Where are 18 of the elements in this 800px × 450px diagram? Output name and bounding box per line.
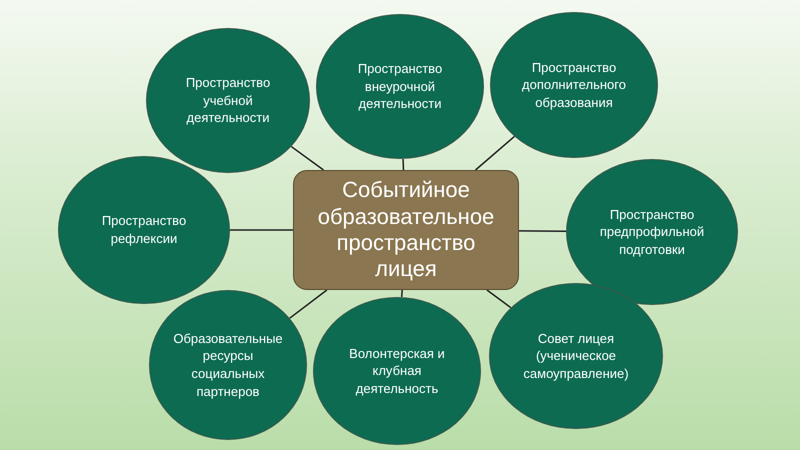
node-text: Пространство учебной деятельности bbox=[184, 74, 272, 127]
node-text: Пространство рефлексии bbox=[100, 212, 188, 248]
connector-line bbox=[486, 289, 512, 308]
connector-line bbox=[400, 290, 403, 298]
connector-line bbox=[519, 230, 566, 232]
connector-line bbox=[402, 158, 404, 170]
node-text: Пространство дополнительного образования bbox=[521, 58, 627, 112]
connector-line bbox=[230, 229, 293, 231]
connector-line bbox=[289, 289, 328, 319]
node-text: Событийное образовательное пространство лицея bbox=[316, 177, 496, 283]
node-text: Пространство предпрофильной подготовки bbox=[598, 206, 706, 258]
node-text: Совет лицея (ученическое самоуправление) bbox=[522, 330, 630, 382]
node-text: Образовательные ресурсы социальных партнеров bbox=[172, 330, 284, 400]
center-box bbox=[293, 170, 519, 290]
node-text: Пространство внеурочной деятельности bbox=[356, 60, 444, 113]
connector-line bbox=[290, 146, 324, 171]
node-text: Волонтерская и клубная деятельность bbox=[348, 344, 446, 398]
connector-line bbox=[475, 136, 515, 171]
